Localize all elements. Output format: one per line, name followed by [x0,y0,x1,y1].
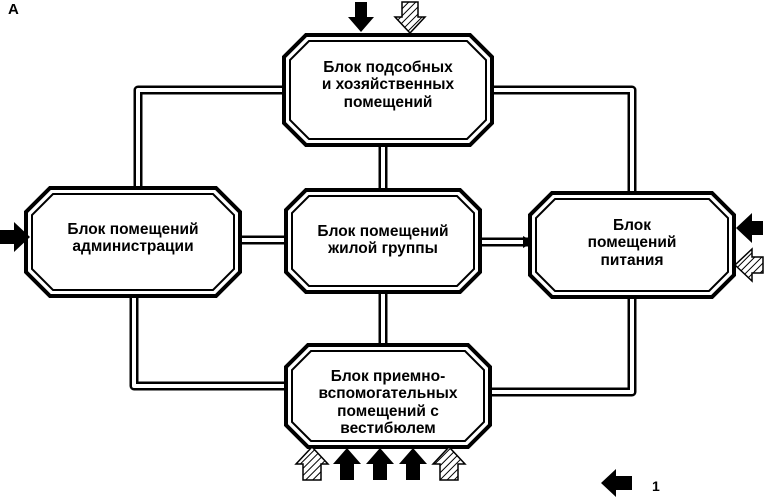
solid-arrow-left-icon [736,213,763,243]
solid-arrow-up-icon [399,448,427,480]
connector-top-left [133,85,287,200]
block-bottom-line-1: Блок приемно- [330,368,446,385]
block-top-shape [282,33,494,147]
solid-arrow-down-icon [348,2,374,32]
connector-left-bottom [129,283,287,391]
block-left-label: Блок помещений администрации [32,221,234,256]
hatched-arrow-up-icon [431,445,467,481]
block-center-shape [284,188,482,294]
block-left-line-2: администрации [72,238,194,256]
block-top-line-2: и хозяйственных [321,76,455,94]
block-top-line-3: помещений [343,93,433,111]
block-center-line-2: жилой группы [328,240,438,258]
solid-arrow-right-icon [0,222,30,252]
hatched-arrow-down-icon [393,1,427,35]
hatched-arrow-up-icon [294,445,330,481]
blocks [24,33,736,449]
block-right-line-3: питания [600,251,664,269]
block-bottom-label: Блок приемно- вспомогательных помещений … [292,368,484,437]
hatched-arrow-left-icon [733,247,764,283]
solid-arrow-up-icon [333,448,361,480]
connector-right-bottom [484,288,637,397]
block-right-line-2: помещений [587,234,677,252]
connector-top-right [484,85,637,205]
block-left-line-1: Блок помещений [67,221,199,238]
block-bottom-shape [284,343,492,449]
block-right-label: Блок помещений питания [536,217,728,269]
block-right-line-1: Блок [612,217,651,234]
block-top-label: Блок подсобных и хозяйственных помещений [290,59,486,111]
block-center-label: Блок помещений жилой группы [292,223,474,258]
solid-arrow-up-icon [366,448,394,480]
entry-arrows [0,1,764,481]
legend-number: 1 [652,478,660,494]
block-bottom-line-2: вспомогательных [318,385,458,403]
block-bottom-line-4: вестибюлем [340,420,436,438]
figure-label: А [8,1,19,18]
block-center-line-1: Блок помещений [317,223,449,240]
legend-solid-arrow-left-icon [601,469,632,497]
block-right-shape [528,191,736,299]
block-bottom-line-3: помещений с [337,402,439,420]
block-left-shape [24,186,242,298]
block-top-line-1: Блок подсобных [323,59,453,76]
